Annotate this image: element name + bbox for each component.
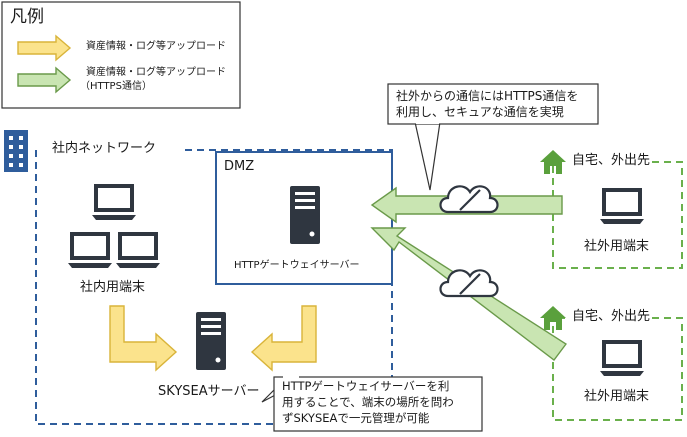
https-callout-pointer [414,121,441,191]
gateway-callout-line3: ずSKYSEAで一元管理が可能 [282,411,430,425]
internal-network-label: 社内ネットワーク [50,141,159,156]
https-callout-box [387,83,599,125]
gateway-callout-line2: 用することで、端末の場所を問わ [282,395,454,409]
skysea-server-label: SKYSEAサーバー [158,384,260,399]
upload-arrow-left [109,305,178,372]
upload-arrow-right [250,305,317,372]
remote-zone-bottom [552,317,683,421]
remote-terminal-label-top: 社外用端末 [584,239,650,254]
https-callout-line1: 社外からの通信にはHTTPS通信を [396,89,579,103]
legend [1,1,241,109]
remote-terminal-label-bottom: 社外用端末 [584,389,650,404]
building-icon [4,130,28,172]
legend-arrow-upload [17,34,72,62]
internal-terminals-label: 社内用端末 [80,280,146,295]
laptop-icon [600,340,644,376]
legend-item-upload-label: 資産情報・ログ等アップロード [86,41,226,52]
legend-item-https-sub: （HTTPS通信） [80,81,152,92]
laptop-icon [116,232,160,268]
legend-frame [1,1,241,109]
legend-arrow-https [17,66,72,94]
gateway-callout-box [273,376,483,432]
legend-item-https-label: 資産情報・ログ等アップロード [86,67,226,78]
gateway-server-label: HTTPゲートウェイサーバー [234,260,360,271]
dmz-label: DMZ [224,159,255,174]
cloud-icon [439,185,499,214]
server-icon [196,312,226,370]
laptop-icon [600,188,644,224]
laptop-icon [92,184,136,220]
gateway-callout-line1: HTTPゲートウェイサーバーを利 [282,379,450,393]
laptop-icon [68,232,112,268]
server-icon [290,186,320,244]
legend-title: 凡例 [10,7,44,27]
remote-zone-label-bottom: 自宅、外出先 [570,309,653,324]
https-callout-line2: 利用し、セキュアな通信を実現 [396,105,564,119]
remote-zone-label-top: 自宅、外出先 [570,153,653,168]
